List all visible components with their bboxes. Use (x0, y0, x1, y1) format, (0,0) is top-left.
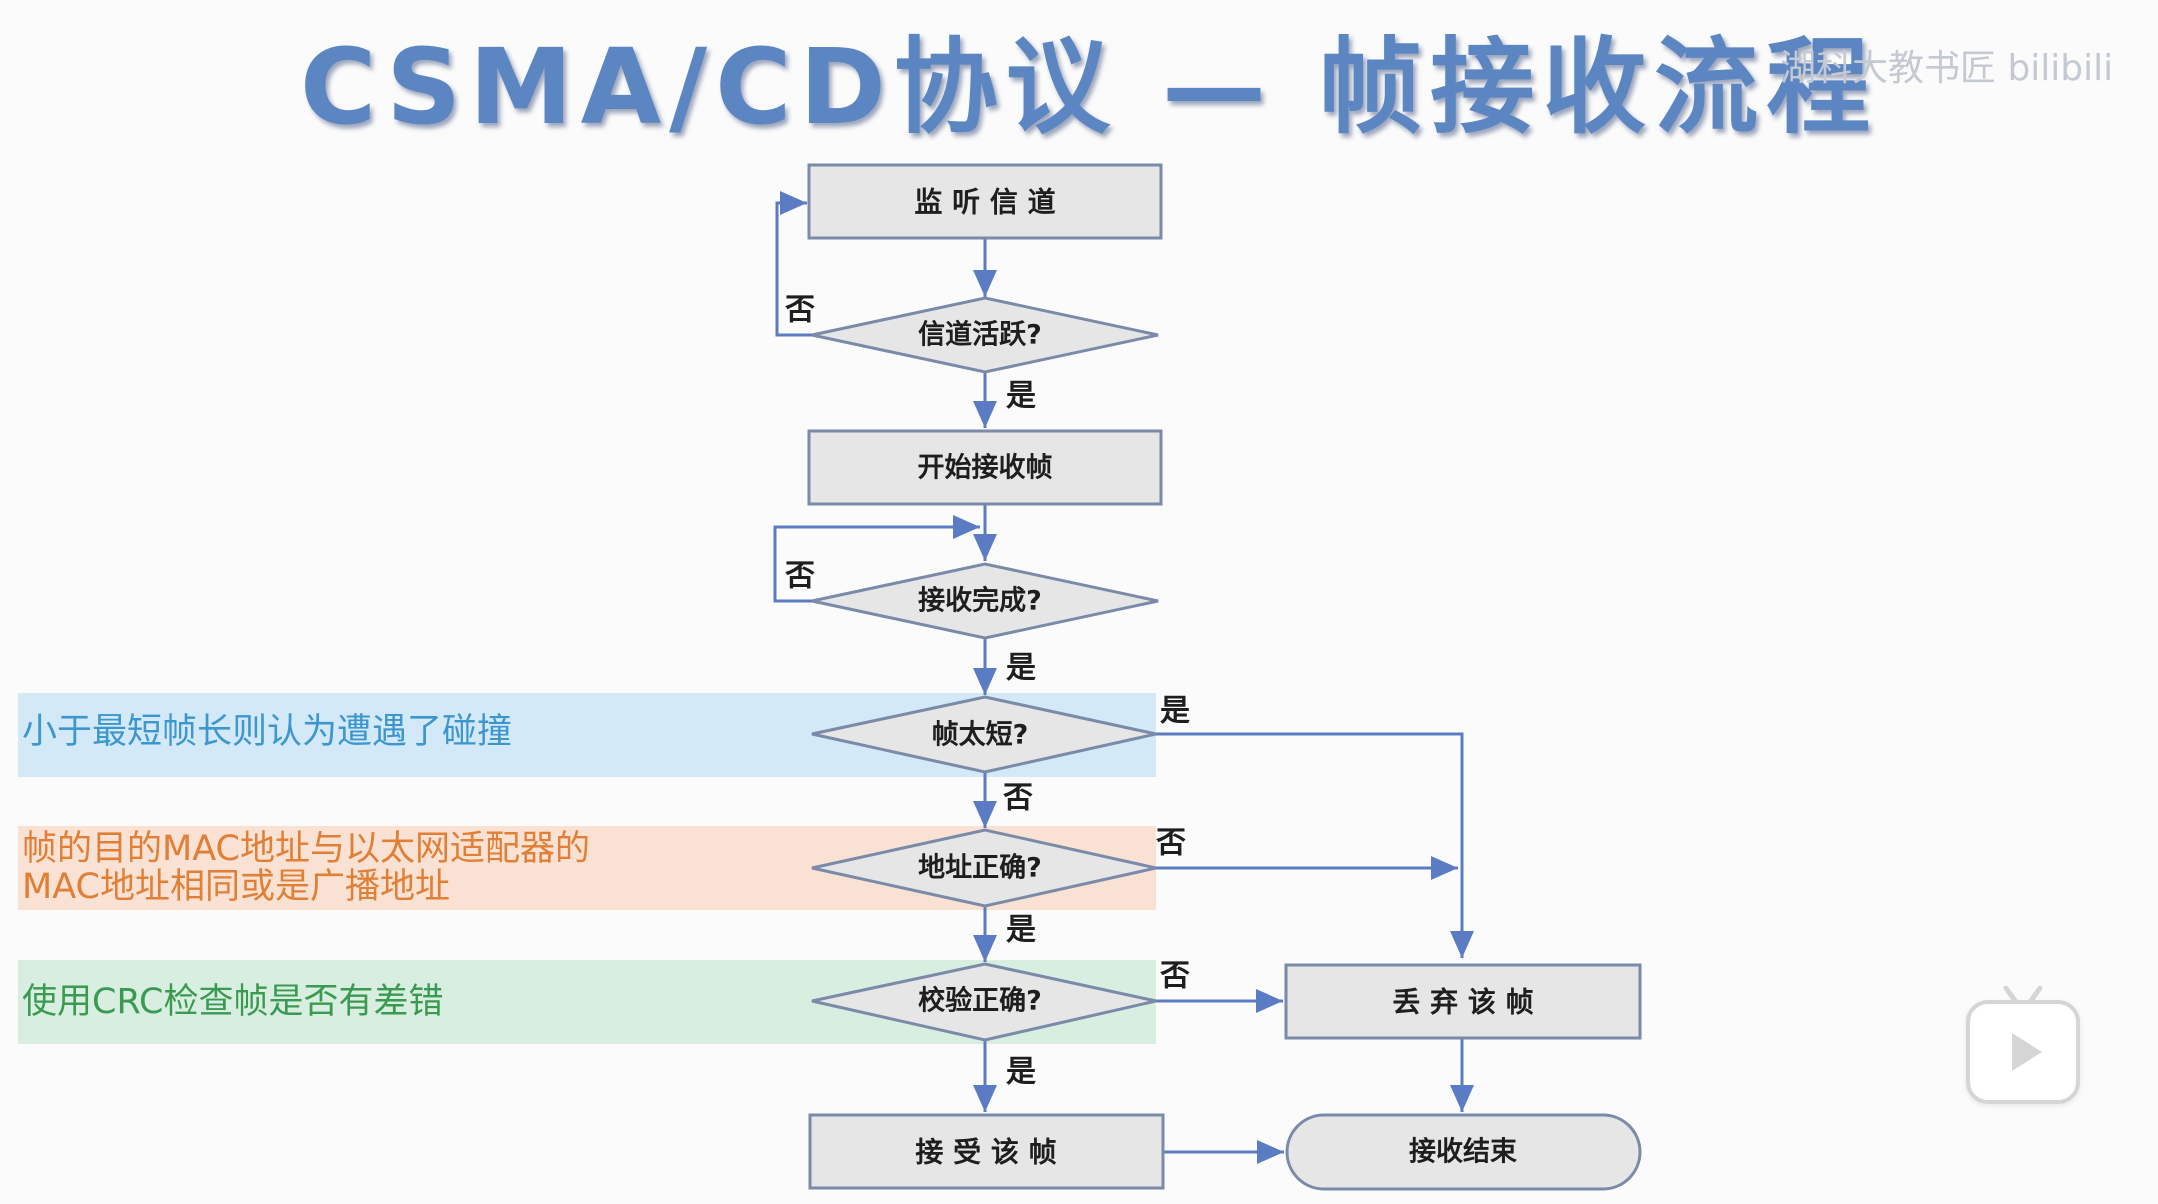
node-crc-diamond (811, 962, 1157, 1042)
edge-label-addr-no: 否 (1156, 826, 1186, 861)
edge-label-crc-no: 否 (1160, 959, 1190, 994)
node-accept: 接 受 该 帧 (915, 1136, 1056, 1169)
edge-label-short-no: 否 (1003, 781, 1033, 816)
node-addr-ok: 地址正确? (918, 852, 1042, 884)
node-receive-done-diamond (811, 562, 1159, 640)
page-title: CSMA/CD协议 — 帧接收流程 (300, 26, 1879, 148)
node-end-terminal (1285, 1113, 1642, 1191)
edge-label-addr-yes: 是 (1006, 913, 1036, 948)
edge-label-active-yes: 是 (1006, 379, 1036, 414)
node-discard: 丢 弃 该 帧 (1392, 986, 1533, 1019)
edge-label-done-yes: 是 (1006, 651, 1036, 686)
play-icon (2012, 1033, 2042, 1071)
node-start-receive: 开始接收帧 (918, 452, 1053, 484)
node-listen: 监 听 信 道 (914, 186, 1055, 219)
edge-label-done-no: 否 (785, 559, 815, 594)
note-crc: 使用CRC检查帧是否有差错 (22, 982, 444, 1022)
node-discard-box (1284, 963, 1642, 1040)
edge-label-crc-yes: 是 (1006, 1055, 1036, 1090)
node-channel-active: 信道活跃? (918, 319, 1042, 351)
node-channel-active-diamond (811, 296, 1159, 374)
edge-label-short-yes: 是 (1160, 694, 1190, 729)
node-end: 接收结束 (1409, 1137, 1517, 1168)
node-start-receive-box (807, 429, 1163, 506)
play-button[interactable] (1966, 986, 2080, 1104)
node-listen-box (807, 163, 1163, 240)
node-frame-short: 帧太短? (932, 720, 1029, 751)
node-addr-diamond (811, 828, 1157, 908)
node-accept-box (808, 1113, 1165, 1190)
node-crc-ok: 校验正确? (918, 985, 1042, 1017)
node-frame-short-diamond (811, 695, 1157, 774)
watermark-logo: 湖科大教书匠 bilibili (1780, 48, 2114, 89)
tv-ears-icon (2003, 986, 2043, 1004)
edge-done-no-loop (773, 515, 980, 603)
edge-label-active-no: 否 (785, 293, 815, 328)
note-address: 帧的目的MAC地址与以太网适配器的 MAC地址相同或是广播地址 (22, 830, 590, 906)
note-short-frame: 小于最短帧长则认为遭遇了碰撞 (22, 712, 513, 752)
edge-active-no-loop (775, 191, 812, 337)
note-address-line2: MAC地址相同或是广播地址 (22, 867, 450, 907)
note-address-line1: 帧的目的MAC地址与以太网适配器的 (22, 829, 590, 869)
node-receive-done: 接收完成? (918, 585, 1042, 617)
edge-short-yes (1156, 732, 1474, 958)
